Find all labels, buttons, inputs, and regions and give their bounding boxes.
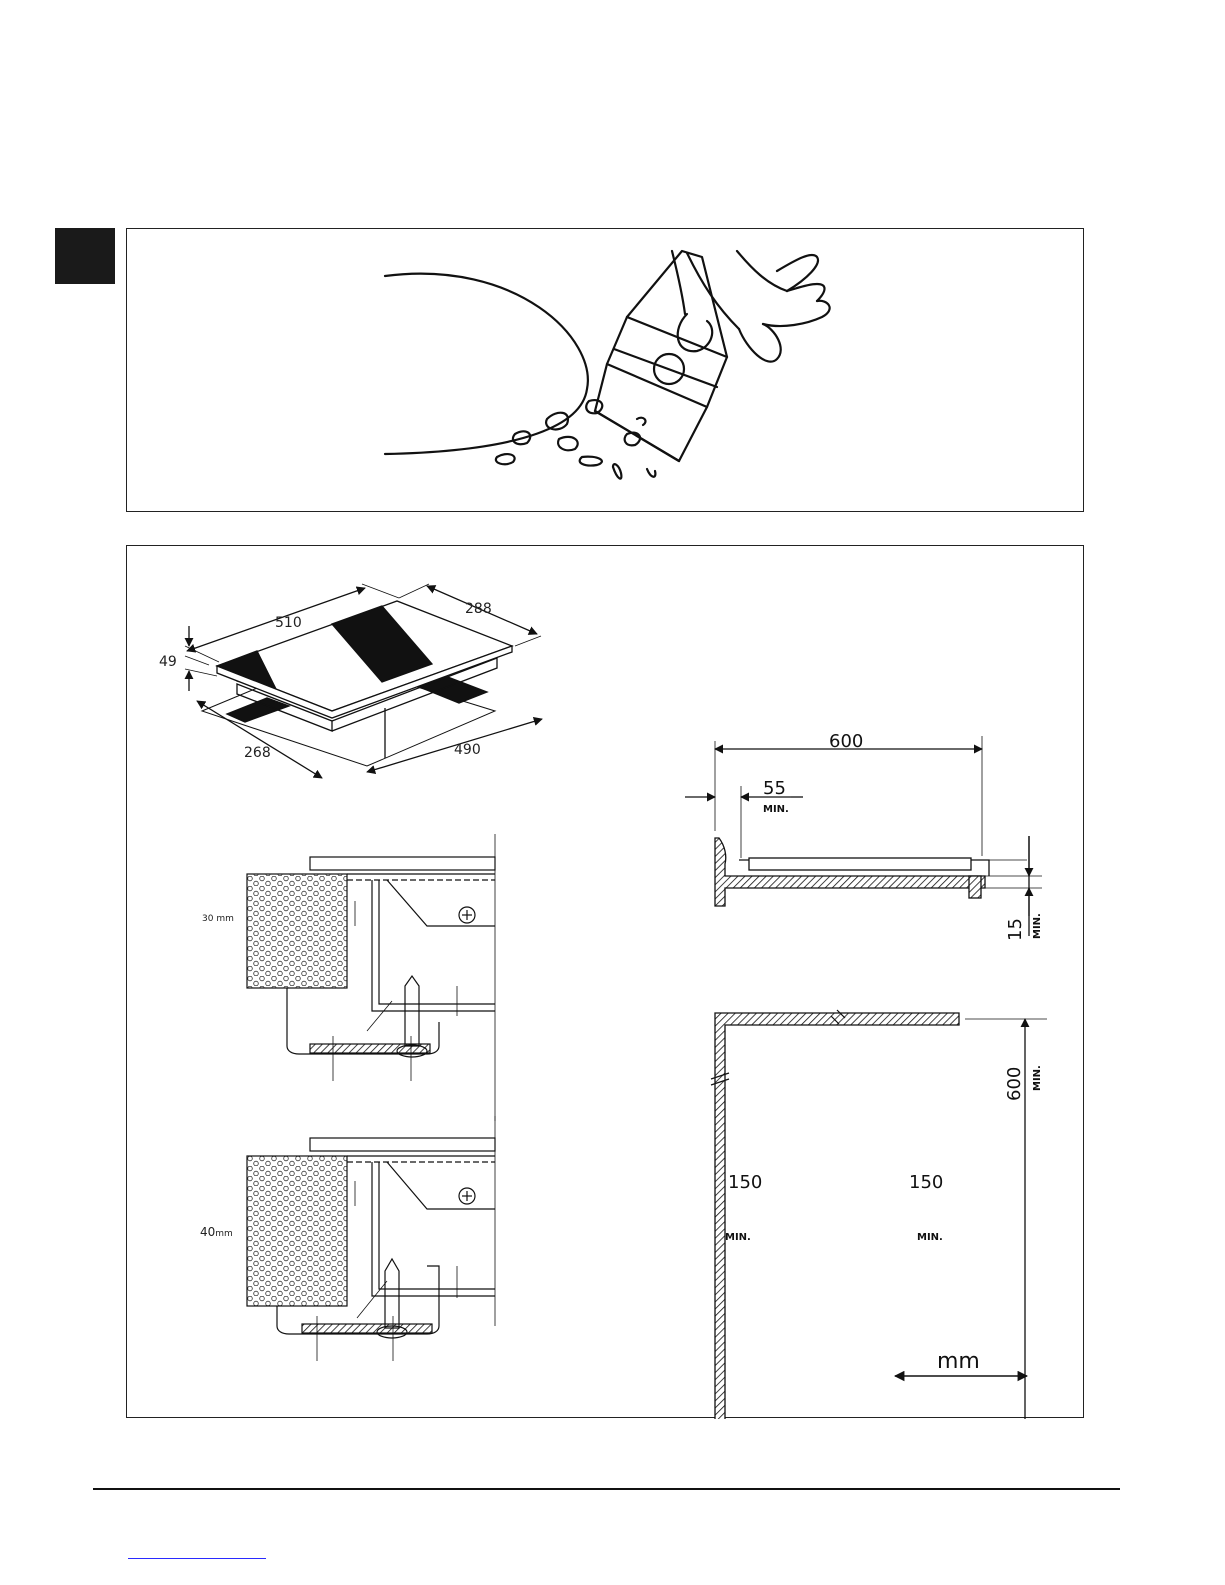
clamp-detail-30mm <box>247 834 495 1121</box>
worktop-40-value: 40 <box>200 1225 215 1239</box>
worktop-thickness-40-label: 40mm <box>200 1225 233 1239</box>
hob-width-label: 510 <box>275 615 302 631</box>
left-clearance-value: 150 <box>728 1172 762 1193</box>
below-clearance-value: 15 <box>1005 918 1026 941</box>
thumb <box>678 314 713 351</box>
units-label: mm <box>937 1349 980 1374</box>
worktop-thickness-30-label: 30 mm <box>202 914 234 924</box>
right-clearance-value: 150 <box>909 1172 943 1193</box>
installation-diagram: 510 288 49 268 490 30 mm <box>127 546 1085 1419</box>
clamp-detail-40mm <box>247 1116 495 1361</box>
top-clearance-section <box>693 1010 1047 1419</box>
cutout-width-label: 490 <box>454 742 481 758</box>
scraper-illustration <box>127 229 1085 513</box>
above-clearance-min: MIN. <box>1032 1065 1043 1091</box>
rear-clearance-min: MIN. <box>763 804 789 815</box>
cooking-zone-outline <box>385 274 588 454</box>
rear-clearance-value: 55 <box>763 778 786 799</box>
below-clearance-min: MIN. <box>1032 913 1043 939</box>
side-clearance-section <box>685 736 1042 936</box>
above-clearance-value: 600 <box>1004 1067 1025 1101</box>
scraper-cleaning-figure <box>126 228 1084 512</box>
left-clearance-min: MIN. <box>725 1232 751 1243</box>
right-clearance-min: MIN. <box>917 1232 943 1243</box>
worktop-40-unit: mm <box>215 1229 233 1239</box>
footer-link-underline <box>128 1558 266 1559</box>
installation-dimensions-figure: 510 288 49 268 490 30 mm <box>126 545 1084 1418</box>
hob-height-label: 49 <box>159 654 177 670</box>
scraper-handle <box>627 251 727 357</box>
cabinet-width-label: 600 <box>829 731 863 752</box>
footer-rule <box>93 1488 1120 1490</box>
cutout-depth-label: 268 <box>244 745 271 761</box>
scraper-blade <box>607 317 727 407</box>
section-tab-marker <box>55 228 115 284</box>
hob-depth-label: 288 <box>465 601 492 617</box>
